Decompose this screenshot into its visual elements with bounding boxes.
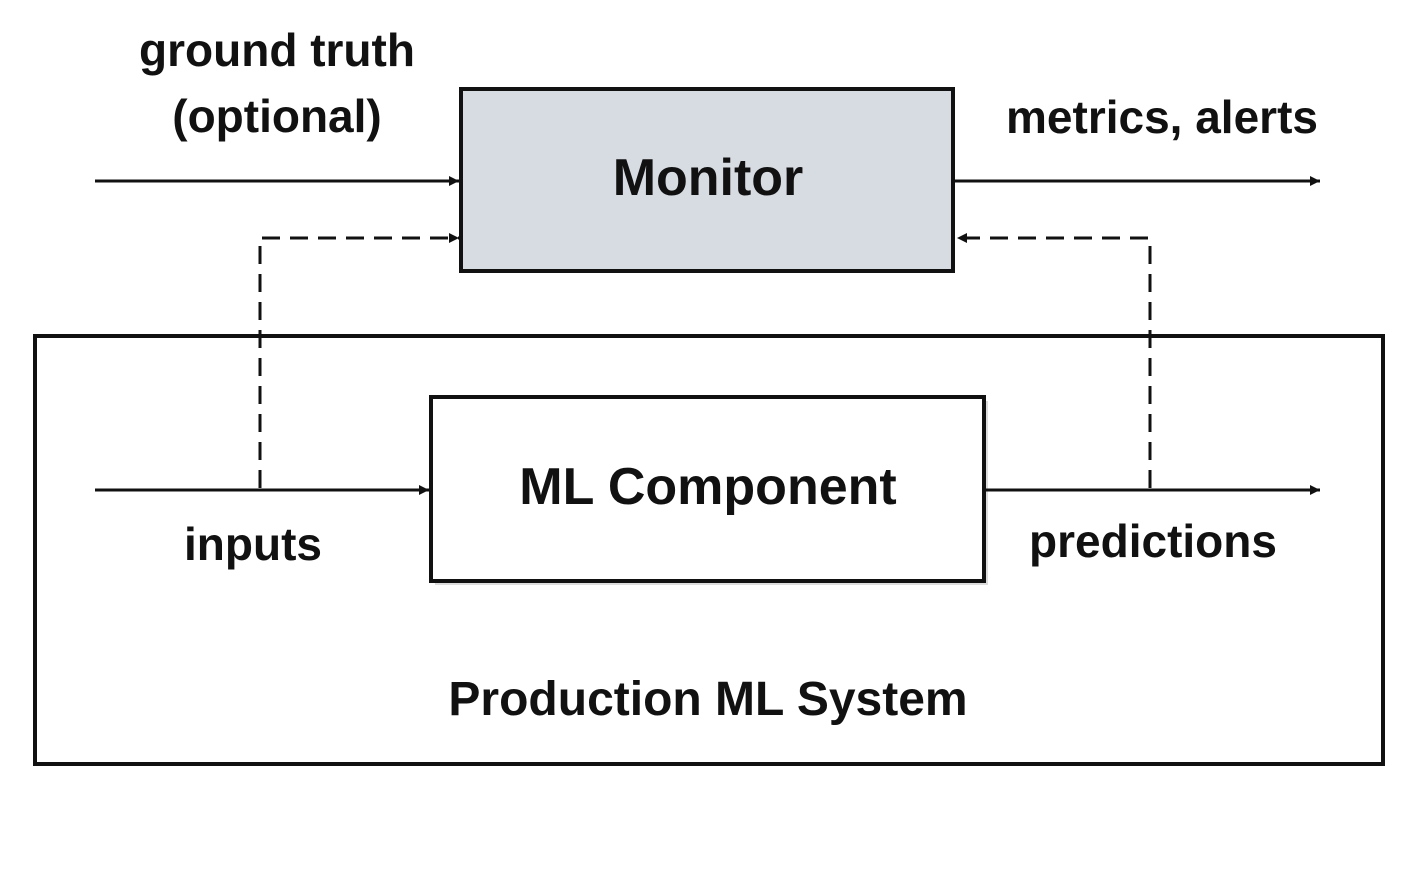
- inputs-label: inputs: [184, 518, 322, 570]
- production-system-label: Production ML System: [448, 673, 967, 726]
- ml-component-box: [429, 395, 986, 583]
- monitor-label: Monitor: [613, 149, 804, 207]
- ground-truth-label-line1: ground truth: [139, 24, 415, 76]
- ml-component-label: ML Component: [519, 458, 896, 516]
- ground-truth-label-line2: (optional): [172, 90, 382, 142]
- predictions-to-monitor-dashed-arrow: [957, 233, 1152, 488]
- monitor-box: [459, 87, 955, 273]
- metrics-alerts-label: metrics, alerts: [1006, 91, 1318, 143]
- predictions-label: predictions: [1029, 515, 1277, 567]
- production-system-box: [33, 334, 1385, 766]
